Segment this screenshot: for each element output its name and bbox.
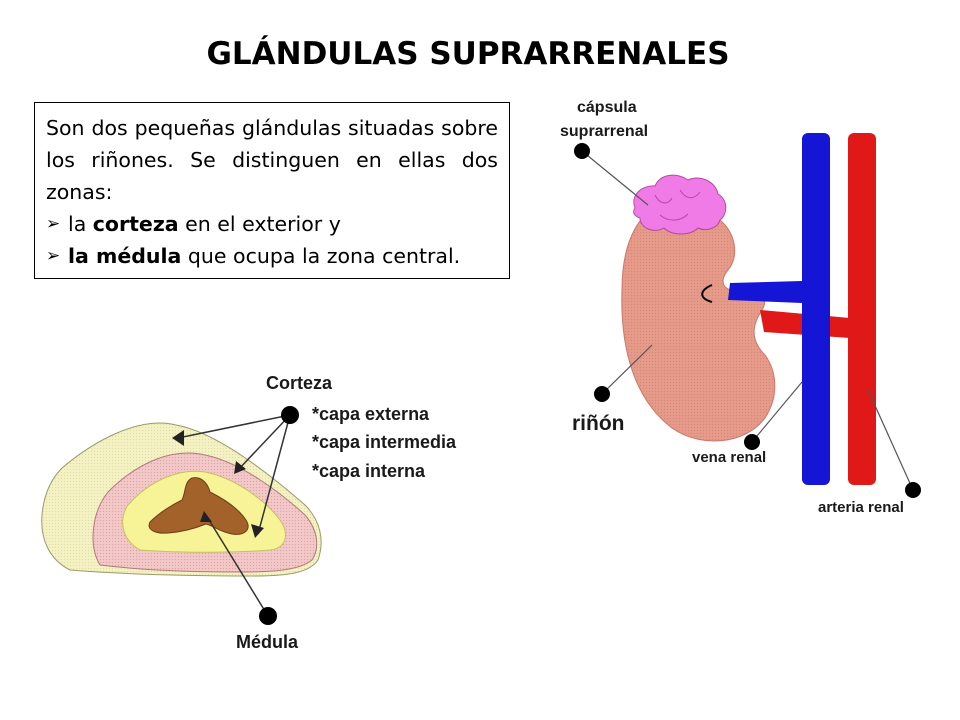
- renal-vein: [728, 281, 802, 303]
- aorta: [848, 133, 876, 485]
- medulla-label-dot: [259, 607, 277, 625]
- capsule-label-2: suprarrenal: [560, 123, 648, 140]
- bullet-text: en el exterior y: [178, 212, 341, 236]
- arrow-bullet-icon: ➢: [46, 246, 61, 266]
- layer-internal: *capa interna: [312, 461, 426, 481]
- artery-label: arteria renal: [818, 499, 904, 516]
- cortex-title: Corteza: [266, 373, 333, 393]
- layer-external: *capa externa: [312, 404, 430, 424]
- capsule-label-1: cápsula: [577, 99, 637, 116]
- bullet-bold-term: la médula: [68, 244, 182, 268]
- adrenal-capsule-shape: [633, 174, 727, 235]
- medulla-label: Médula: [236, 632, 299, 652]
- kidney-shape: [621, 202, 776, 442]
- vein-label-dot: [744, 434, 760, 450]
- medulla-shape: [148, 477, 249, 535]
- capsule-label-dot: [574, 143, 590, 159]
- description-box: Son dos pequeñas glándulas situadas sobr…: [34, 102, 510, 279]
- bullet-cortex: ➢ la corteza en el exterior y: [46, 208, 498, 240]
- description-paragraph: Son dos pequeñas glándulas situadas sobr…: [46, 116, 498, 204]
- vein-label: vena renal: [692, 449, 766, 466]
- bullet-bold-term: corteza: [92, 212, 179, 236]
- cortex-label-dot: [281, 406, 299, 424]
- kidney-label-dot: [594, 386, 610, 402]
- kidney-label: riñón: [572, 412, 625, 435]
- bullet-text: que ocupa la zona central.: [181, 244, 461, 268]
- arrow-bullet-icon: ➢: [46, 214, 61, 234]
- artery-label-dot: [905, 482, 921, 498]
- layer-intermediate: *capa intermedia: [312, 432, 457, 452]
- bullet-medulla: ➢ la médula que ocupa la zona central.: [46, 240, 498, 272]
- page-title: GLÁNDULAS SUPRARRENALES: [206, 36, 730, 72]
- bullet-text: la: [68, 212, 93, 236]
- vena-cava: [802, 133, 830, 485]
